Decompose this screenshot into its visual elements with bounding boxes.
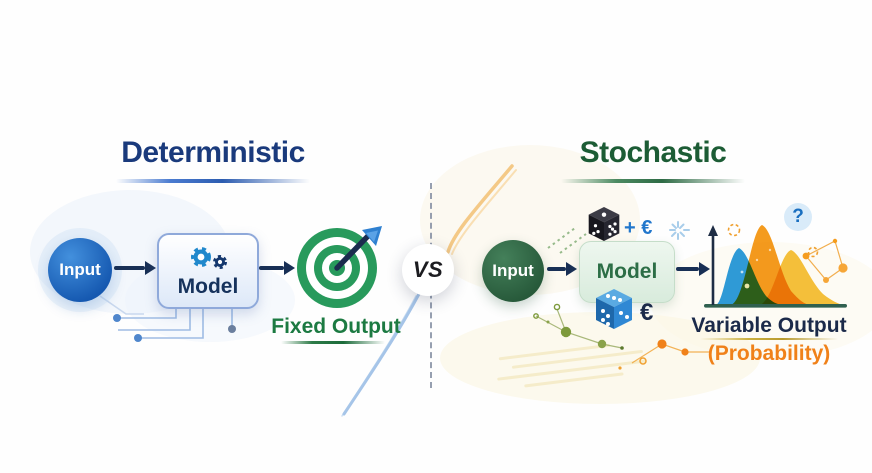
orange-curve [731,225,810,305]
stochastic-title: Stochastic [579,136,727,169]
left-input-label: Input [59,260,101,279]
stochastic-underline [561,179,745,183]
deterministic-title: Deterministic [121,136,305,169]
left-model-box: Model [157,233,259,309]
right-input-node: Input [482,240,544,302]
plus-euro-label: + € [624,217,653,239]
blue-die-icon [596,289,632,329]
sparkle-icon [669,221,690,240]
euro-label: € [640,299,654,326]
question-mark: ? [792,206,804,227]
target-icon [297,226,382,308]
question-badge: ? [784,203,812,231]
probability-label: (Probability) [707,342,831,365]
green-network [533,303,624,350]
deterministic-underline [116,179,310,183]
circuit-lines [99,295,233,339]
baseline [704,304,847,308]
left-model-label: Model [177,274,239,298]
variable-output-label: Variable Output [691,314,847,337]
fixed-output-underline [281,341,385,344]
variable-output-underline [700,338,838,340]
arrow-model-to-output-left [259,261,295,275]
orange-network [618,339,710,370]
right-input-label: Input [492,261,534,280]
dart-shaft [334,233,371,271]
orange-swoosh [446,164,514,254]
blue-swoosh [342,290,422,416]
arrow-input-to-model-left [114,261,156,275]
left-input-node: Input [48,238,112,302]
right-model-box: Model [579,241,675,303]
gears-icon [191,246,227,269]
distribution-chart [704,223,848,308]
yellow-streaks [497,343,647,388]
yellow-curve [760,250,844,305]
arrow-model-to-output-right [676,262,710,276]
vs-badge: VS [402,244,454,296]
fixed-output-label: Fixed Output [271,315,401,338]
right-model-label: Model [596,260,658,283]
arrow-input-to-model-right [547,262,577,276]
black-die-icon [588,207,620,241]
vs-label: VS [412,257,444,282]
